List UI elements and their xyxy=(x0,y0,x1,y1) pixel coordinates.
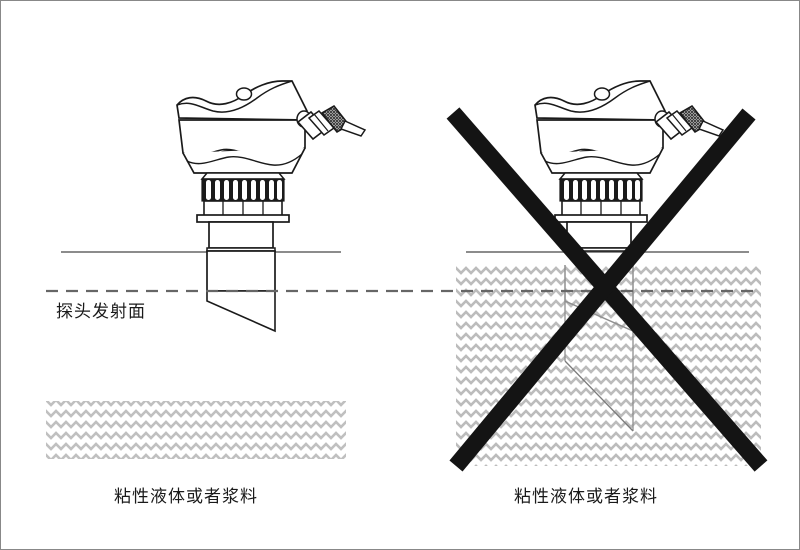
lid-boss-icon xyxy=(593,87,611,101)
probe-face-label: 探头发射面 xyxy=(56,302,146,322)
neck-top-band xyxy=(558,172,644,180)
panel-right xyxy=(401,80,768,472)
ribbed-neck xyxy=(200,172,286,202)
liquid-pool-left xyxy=(46,401,346,459)
cable xyxy=(697,120,725,137)
panel-left xyxy=(46,80,401,459)
emitting-face xyxy=(206,290,276,333)
cable-gland xyxy=(654,104,725,141)
device-left xyxy=(176,80,367,333)
process-flange xyxy=(196,214,290,223)
device-right xyxy=(534,80,725,252)
neck-ribs xyxy=(206,180,282,200)
ribbed-neck xyxy=(558,172,644,202)
neck-top-band xyxy=(200,172,286,180)
caption-left: 粘性液体或者浆料 xyxy=(114,487,258,507)
cable-gland xyxy=(296,104,367,141)
horn-antenna xyxy=(206,221,276,333)
big-x-cross xyxy=(446,107,768,472)
cable xyxy=(339,120,367,137)
housing-lower-wave xyxy=(544,153,661,166)
housing-lid-inner-curve xyxy=(176,80,293,113)
gland-hex-facet xyxy=(313,113,329,132)
process-flange xyxy=(554,214,648,223)
caption-right: 粘性液体或者浆料 xyxy=(514,487,658,507)
neck-ribs xyxy=(564,180,640,200)
gland-hex-facet xyxy=(671,113,687,132)
lid-boss-icon xyxy=(235,87,253,101)
housing-lower-wave xyxy=(186,153,303,166)
housing-lid-inner-curve xyxy=(534,80,651,113)
